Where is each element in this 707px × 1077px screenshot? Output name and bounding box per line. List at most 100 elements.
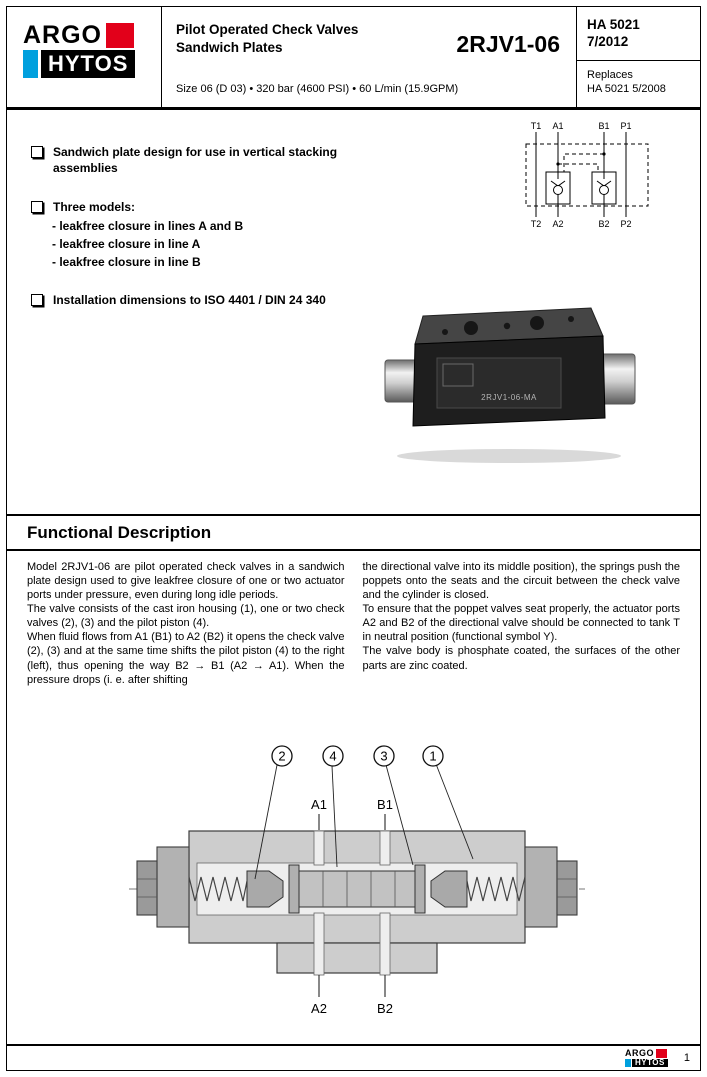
paragraph: The valve consists of the cast iron hous… <box>27 603 345 630</box>
paragraph: The valve body is phosphate coated, the … <box>362 645 681 672</box>
pilot-piston <box>298 870 416 908</box>
replaces-value: HA 5021 5/2008 <box>587 83 666 96</box>
housing-bottom-boss <box>276 942 438 974</box>
logo-hytos-text: HYTOS <box>631 1058 668 1068</box>
paragraph: When fluid flows from A1 (B1) to A2 (B2)… <box>27 631 345 686</box>
size-spec-line: Size 06 (D 03) • 320 bar (4600 PSI) • 60… <box>176 83 459 95</box>
description-right-column: the directional valve into its middle po… <box>363 560 681 687</box>
pilot-junction-dot <box>556 162 560 166</box>
callout-circle-4 <box>322 745 344 767</box>
product-photo: 2RJV1-06-MA <box>384 307 636 463</box>
sandwich-plate-boundary <box>525 143 649 207</box>
callout-leader-1 <box>435 763 474 860</box>
hydraulic-symbol-diagram: T1 A1 B1 P1 T2 A2 B2 P2 <box>525 121 649 228</box>
header: ARGO HYTOS Pilot Operated Check Valves S… <box>7 7 700 110</box>
doc-date: 7/2012 <box>587 33 629 49</box>
symbol-label-p2: P2 <box>620 219 631 228</box>
callout-leader-4 <box>331 765 338 868</box>
nameplate-symbol-box <box>442 363 474 387</box>
piston-flange-left <box>288 864 300 914</box>
logo-hytos-text: HYTOS <box>41 50 136 79</box>
port-label-a2: A2 <box>311 1001 327 1016</box>
description-left-column: Model 2RJV1-06 are pilot operated check … <box>27 560 345 687</box>
logo-row-hytos: HYTOS <box>23 50 136 79</box>
right-spring <box>466 876 526 902</box>
mounting-hole <box>442 329 448 335</box>
paragraph: Model 2RJV1-06 are pilot operated check … <box>27 561 345 602</box>
footer-argo-hytos-logo: ARGO HYTOS <box>624 1047 668 1068</box>
square-bullet-icon <box>31 293 43 306</box>
pilot-line-b <box>563 153 604 172</box>
symbol-label-a1: A1 <box>552 121 563 131</box>
doc-cell-divider <box>577 59 700 61</box>
logo-argo-text: ARGO <box>624 1047 654 1058</box>
right-check-poppet <box>430 870 468 908</box>
piston-flange-right <box>414 864 426 914</box>
feature-subitem: - leakfree closure in line A <box>52 236 201 251</box>
port-label-a1: A1 <box>311 797 327 812</box>
callout-leader-2 <box>254 764 278 880</box>
left-check-poppet <box>246 870 284 908</box>
port-a1-channel <box>313 830 325 866</box>
mounting-hole <box>568 316 574 322</box>
port-label-b1: B1 <box>377 797 393 812</box>
paragraph: the directional valve into its middle po… <box>362 561 681 602</box>
symbol-label-t1: T1 <box>531 121 542 131</box>
nameplate <box>436 357 562 409</box>
feature-item: Installation dimensions to ISO 4401 / DI… <box>31 292 376 308</box>
square-bullet-icon <box>31 146 43 158</box>
symbol-label-b2: B2 <box>598 219 609 228</box>
callout-number-2: 2 <box>278 749 285 764</box>
symbol-label-a2: A2 <box>552 219 563 228</box>
cross-section-area: 2 4 3 1 A1 B1 A2 B2 <box>7 731 700 1031</box>
model-number: 2RJV1-06 <box>456 31 560 57</box>
right-cap <box>524 846 558 928</box>
callout-number-4: 4 <box>329 749 336 764</box>
doc-number: HA 5021 <box>587 17 640 32</box>
paragraph: To ensure that the poppet valves seat pr… <box>362 603 681 644</box>
callout-circle-2 <box>271 745 293 767</box>
feature-text: Installation dimensions to ISO 4401 / DI… <box>53 292 326 307</box>
check-valve-symbol-a <box>545 171 571 205</box>
callout-circle-3 <box>373 745 395 767</box>
feature-item-group: Three models: - leakfree closure in line… <box>31 199 376 271</box>
mounting-hole <box>503 322 511 330</box>
feature-subitem: - leakfree closure in line B <box>52 255 201 270</box>
callout-leader-3 <box>385 764 414 866</box>
footer: ARGO HYTOS 1 <box>7 1044 700 1070</box>
port-b2-channel <box>379 912 391 976</box>
nameplate-model-text: 2RJV1-06-MA <box>481 393 537 402</box>
title-cell: Pilot Operated Check Valves Sandwich Pla… <box>162 7 576 107</box>
logo-row-argo: ARGO <box>624 1047 668 1058</box>
left-spring <box>188 876 248 902</box>
features-section: Sandwich plate design for use in vertica… <box>7 110 700 514</box>
functional-description-heading: Functional Description <box>7 514 700 551</box>
feature-subitem: - leakfree closure in lines A and B <box>52 218 244 233</box>
mounting-hole <box>464 321 478 335</box>
mounting-hole <box>530 316 544 330</box>
logo-argo-text: ARGO <box>23 21 102 49</box>
document-title-line2: Sandwich Plates <box>176 39 283 55</box>
page-number: 1 <box>683 1052 690 1064</box>
pilot-junction-dot <box>602 152 606 156</box>
replaces-label: Replaces <box>587 68 633 81</box>
square-bullet-icon <box>31 201 43 214</box>
callout-number-3: 3 <box>380 749 387 764</box>
port-a2-channel <box>313 912 325 976</box>
callout-number-1: 1 <box>429 749 436 764</box>
symbol-label-t2: T2 <box>531 219 542 228</box>
logo-row-hytos: HYTOS <box>624 1058 668 1068</box>
port-label-b2: B2 <box>377 1001 393 1016</box>
cross-section-drawing: 2 4 3 1 A1 B1 A2 B2 <box>129 745 585 1016</box>
logo-red-block <box>106 23 134 48</box>
argo-hytos-logo: ARGO HYTOS <box>23 23 136 79</box>
feature-list: Sandwich plate design for use in vertica… <box>31 144 376 331</box>
logo-cyan-block <box>624 1058 631 1068</box>
logo-cyan-block <box>23 50 38 79</box>
logo-row-argo: ARGO <box>23 23 135 48</box>
document-title-line1: Pilot Operated Check Valves <box>176 22 359 37</box>
pilot-line-a <box>558 163 599 172</box>
photo-shadow <box>397 449 621 463</box>
feature-item: Three models: <box>31 199 376 215</box>
